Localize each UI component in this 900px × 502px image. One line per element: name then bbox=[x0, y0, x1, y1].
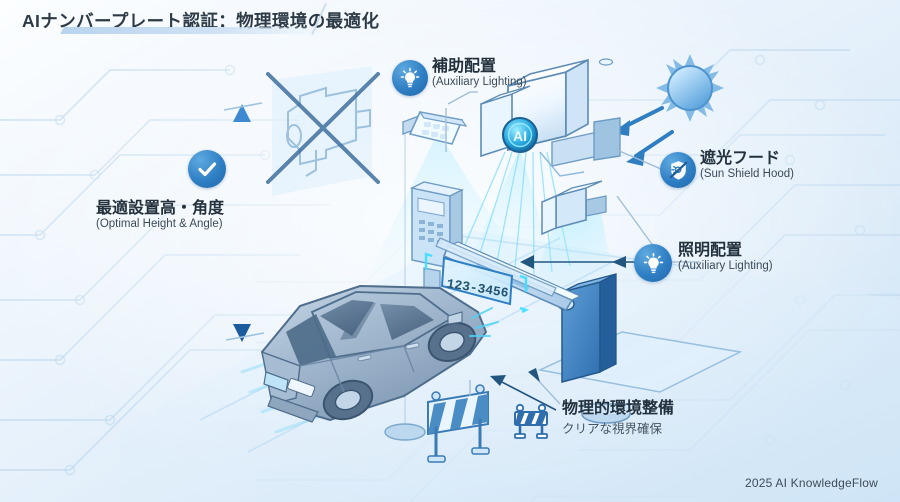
road-barrier-icon bbox=[508, 400, 554, 442]
callout-optimal-height-angle-jp: 最適設置高・角度 bbox=[96, 200, 225, 217]
callout-sun-shield-hood-en: (Sun Shield Hood) bbox=[700, 168, 794, 181]
environment-pointer-arrow bbox=[490, 375, 557, 411]
lightbulb-icon bbox=[634, 244, 672, 282]
sun-glare-arrows bbox=[612, 106, 674, 166]
check-circle-icon bbox=[188, 150, 226, 188]
camera-lens-ai-label: AI bbox=[513, 128, 527, 144]
callout-auxiliary-lighting-right-en: (Auxiliary Lighting) bbox=[678, 260, 773, 273]
page-title-text: AIナンバープレート認証：物理環境の最適化 bbox=[22, 11, 380, 31]
callout-optimal-height-angle: 最適設置高・角度 (Optimal Height & Angle) bbox=[96, 200, 224, 232]
callout-auxiliary-lighting-top-jp: 補助配置 bbox=[432, 58, 497, 75]
callout-auxiliary-lighting-right: 照明配置 (Auxiliary Lighting) bbox=[678, 242, 773, 274]
title-underline-accent bbox=[60, 27, 329, 34]
sun-icon bbox=[656, 54, 724, 122]
sedan-vehicle bbox=[240, 284, 499, 434]
callout-sun-shield-hood-jp: 遮光フード bbox=[700, 150, 781, 167]
callout-auxiliary-lighting-top-en: (Auxiliary Lighting) bbox=[432, 76, 527, 89]
page-title: AIナンバープレート認証：物理環境の最適化 bbox=[22, 8, 379, 33]
road-barricade bbox=[427, 384, 490, 463]
rejected-camera-panel bbox=[266, 66, 380, 196]
shield-no-sun-icon bbox=[660, 152, 696, 188]
callout-optimal-height-angle-en: (Optimal Height & Angle) bbox=[96, 218, 223, 231]
footer-credit: 2025 AI KnowledgeFlow bbox=[745, 476, 878, 490]
callout-auxiliary-lighting-right-jp: 照明配置 bbox=[678, 242, 743, 259]
callout-sun-shield-hood: 遮光フード (Sun Shield Hood) bbox=[700, 150, 794, 182]
pole-spotlight bbox=[541, 180, 607, 236]
callout-physical-environment-sub: クリアな視界確保 bbox=[562, 422, 663, 437]
height-measurement-arrow bbox=[223, 102, 265, 342]
anpr-camera: AI bbox=[480, 58, 621, 177]
lightbulb-icon bbox=[392, 60, 428, 96]
callout-physical-environment: 物理的環境整備 クリアな視界確保 bbox=[562, 400, 674, 437]
callout-physical-environment-jp: 物理的環境整備 bbox=[562, 400, 675, 417]
callout-auxiliary-lighting-top: 補助配置 (Auxiliary Lighting) bbox=[432, 58, 527, 90]
